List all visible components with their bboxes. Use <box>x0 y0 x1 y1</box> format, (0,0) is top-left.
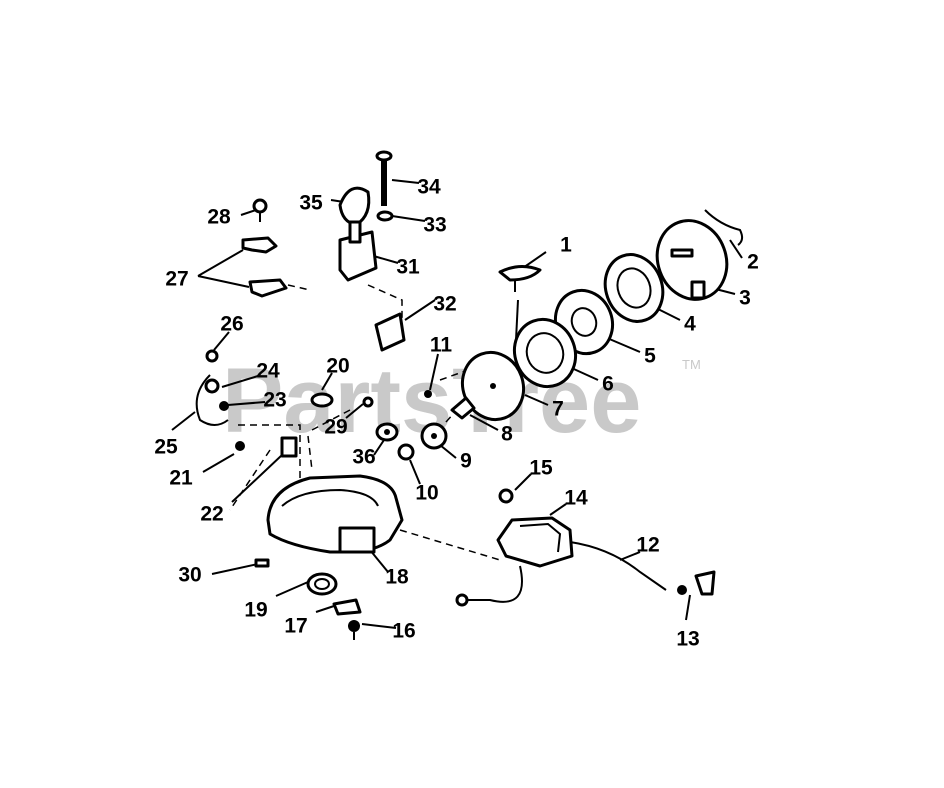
callout-21: 21 <box>169 467 193 490</box>
callout-3: 3 <box>739 287 751 310</box>
callout-32: 32 <box>433 293 456 316</box>
part-2-3-housing-cover <box>655 209 744 301</box>
callout-16: 16 <box>392 620 415 643</box>
callout-6: 6 <box>602 373 614 396</box>
callout-14: 14 <box>564 487 588 510</box>
callout-23: 23 <box>263 389 286 412</box>
part-28-screw <box>252 198 268 222</box>
callout-12: 12 <box>636 534 659 557</box>
part-18-base-housing <box>266 474 404 554</box>
callout-9: 9 <box>460 450 472 473</box>
part-29-screw <box>362 396 374 408</box>
callout-8: 8 <box>501 423 513 446</box>
callout-18: 18 <box>385 566 409 589</box>
watermark-trademark: TM <box>682 357 701 372</box>
part-24-clamp <box>204 378 220 394</box>
callout-31: 31 <box>396 256 420 279</box>
callout-1: 1 <box>560 234 572 257</box>
callout-11: 11 <box>430 334 453 357</box>
callout-22: 22 <box>200 503 223 526</box>
callout-19: 19 <box>244 599 267 622</box>
callout-28: 28 <box>207 206 231 229</box>
part-12-lead <box>455 541 667 607</box>
part-17-plate <box>332 598 362 616</box>
part-19-bushing <box>306 572 338 596</box>
callout-35: 35 <box>299 192 323 215</box>
callout-13: 13 <box>676 628 699 651</box>
callout-5: 5 <box>644 345 656 368</box>
callout-20: 20 <box>326 355 349 378</box>
part-30-pin <box>254 558 270 568</box>
part-23-screw <box>219 401 229 411</box>
callout-34: 34 <box>417 176 441 199</box>
part-10-spring <box>397 443 415 461</box>
part-22-switch <box>280 436 298 458</box>
part-31-throttle-body <box>338 220 378 282</box>
callout-4: 4 <box>684 313 696 336</box>
callout-17: 17 <box>284 615 307 638</box>
callout-27: 27 <box>165 268 188 291</box>
part-20-grommet <box>310 392 334 408</box>
part-13-spark-boot <box>677 570 716 596</box>
callout-10: 10 <box>415 482 438 505</box>
callout-29: 29 <box>324 416 347 439</box>
part-15-screw <box>498 488 514 504</box>
callout-24: 24 <box>256 360 280 383</box>
callout-33: 33 <box>423 214 446 237</box>
part-27-brackets <box>241 236 288 298</box>
callout-30: 30 <box>178 564 201 587</box>
part-1-handle <box>498 265 542 292</box>
part-9-gear <box>420 422 448 450</box>
part-26-screw <box>205 349 219 363</box>
part-34-bolt <box>375 150 393 206</box>
part-8-pawl <box>450 396 476 420</box>
part-14-ignition-module <box>496 516 574 568</box>
part-25-wire <box>195 374 229 426</box>
part-21-screw <box>235 441 245 451</box>
callout-7: 7 <box>552 398 564 421</box>
part-35-knob <box>338 186 371 227</box>
part-11-screw <box>424 390 432 398</box>
callout-25: 25 <box>154 436 178 459</box>
part-4-spring-disc <box>603 253 665 323</box>
callout-2: 2 <box>747 251 759 274</box>
part-32-clip <box>374 312 406 352</box>
callout-26: 26 <box>220 313 243 336</box>
part-6-rope-pulley <box>513 299 577 389</box>
callout-numbers: 1234567891011121314151617181920212223242… <box>154 176 759 651</box>
part-7-plate <box>461 350 525 422</box>
callout-36: 36 <box>352 446 375 469</box>
callout-15: 15 <box>529 457 553 480</box>
part-36-washer <box>375 422 399 442</box>
part-33-washer <box>376 210 394 222</box>
part-16-screw <box>348 620 360 640</box>
